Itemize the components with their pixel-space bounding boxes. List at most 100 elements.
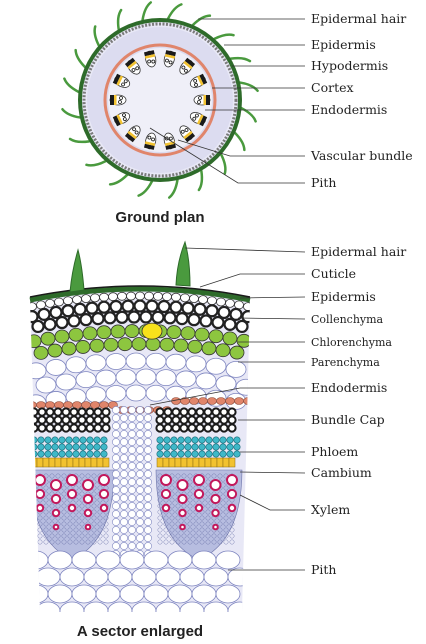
pith-cell [119, 550, 145, 570]
phloem-cell [79, 443, 87, 451]
bundle-cap-cell [163, 407, 173, 417]
xylem-vessel [82, 479, 94, 491]
pith-cell [179, 567, 205, 587]
bundle-cap-cell [101, 423, 111, 433]
vascular-bundle-icon [189, 112, 208, 127]
hair-icon [240, 106, 257, 123]
hair-icon [238, 81, 259, 93]
bundle-cap-cell [61, 407, 71, 417]
xylem-parenchyma [223, 533, 229, 539]
xylem-parenchyma [67, 521, 73, 527]
bundle-cap-cell [101, 415, 111, 425]
bundle-cap-cell [155, 423, 165, 433]
phloem-cell [184, 443, 192, 451]
xylem-parenchyma [79, 521, 85, 527]
xylem-vessel [160, 474, 172, 486]
epidermis-cell [189, 294, 199, 304]
hair-icon [141, 1, 153, 22]
epidermis-cell [180, 293, 190, 303]
xylem-parenchyma [91, 521, 97, 527]
parenchyma-cell [85, 386, 107, 404]
phloem-cell [44, 450, 52, 458]
epidermis-cell [135, 291, 145, 301]
phloem-cell [79, 450, 87, 458]
xylem-parenchyma [61, 473, 67, 479]
epidermis-cell [99, 292, 109, 302]
pith-cell [143, 584, 169, 604]
xylem-parenchyma [103, 527, 109, 533]
collenchyma-cell [121, 299, 135, 313]
xylem-parenchyma [187, 509, 193, 515]
xylem-parenchyma [205, 521, 211, 527]
collenchyma-cell [145, 299, 159, 313]
collenchyma-cell [199, 314, 213, 328]
xylem-parenchyma [103, 521, 109, 527]
endodermis-cell [243, 397, 250, 405]
xylem-parenchyma [55, 503, 61, 509]
hair-icon [74, 48, 87, 69]
medullary-ray-cell [128, 518, 136, 526]
bundle-cap-cell [155, 415, 165, 425]
xylem-parenchyma [223, 539, 229, 545]
xylem-parenchyma [157, 539, 163, 545]
pith-cell [155, 567, 181, 587]
vascular-bundles [109, 50, 211, 150]
label-pith: Pith [311, 175, 336, 190]
phloem-cell [177, 436, 185, 444]
phloem-cell [100, 436, 108, 444]
ground-plan-caption: Ground plan [115, 209, 204, 226]
collenchyma-cell [241, 310, 250, 324]
medullary-ray-cell [120, 414, 128, 422]
collenchyma-cell [55, 315, 69, 330]
bundle-cap-cell [195, 423, 205, 433]
chlorenchyma-cell [124, 324, 140, 338]
xylem-parenchyma [187, 527, 193, 533]
bundle-cap-cell [93, 423, 103, 433]
bundle-cap-cell [69, 415, 79, 425]
parenchyma-cell [145, 352, 167, 370]
xylem-parenchyma [97, 509, 103, 515]
xylem-parenchyma [169, 515, 175, 521]
xylem-parenchyma [169, 521, 175, 527]
xylem-parenchyma [157, 509, 163, 515]
pith-cell [215, 584, 241, 604]
medullary-ray-cell [144, 486, 152, 494]
collenchyma-cell [175, 312, 189, 326]
pith-cell [227, 567, 250, 587]
xylem-parenchyma [31, 485, 37, 491]
chlorenchyma-cell [208, 329, 224, 344]
epidermis-cell [207, 296, 217, 306]
pith-cell [131, 567, 157, 587]
pith-cell [83, 567, 109, 587]
epidermis-cell [243, 302, 250, 312]
bundle-cap-cell [61, 415, 71, 425]
medullary-ray-cell [136, 430, 144, 438]
phloem-cell [51, 436, 59, 444]
hair-icon [229, 56, 252, 63]
parenchyma-cell [45, 359, 67, 376]
xylem-vessel [194, 503, 204, 513]
cambium-cell [210, 457, 218, 468]
bundle-cap-cell [211, 423, 221, 433]
medullary-ray-cell [112, 526, 120, 534]
medullary-ray-cell [112, 502, 120, 510]
xylem-parenchyma [49, 539, 55, 545]
phloem-cell [177, 450, 185, 458]
medullary-ray-cell [112, 542, 120, 550]
cambium-cell [78, 457, 86, 468]
medullary-ray-cell [144, 454, 152, 462]
collenchyma-cell [235, 319, 249, 334]
xylem-parenchyma [205, 539, 211, 545]
phloem-cell [93, 443, 101, 451]
phloem-cell [184, 436, 192, 444]
hair-icon [85, 159, 107, 167]
phloem-cell [184, 450, 192, 458]
xylem-parenchyma [91, 515, 97, 521]
cambium-cell [156, 457, 164, 468]
parenchyma-cell [165, 353, 187, 371]
hair-icon [116, 8, 123, 31]
phloem-cell [226, 443, 234, 451]
xylem-parenchyma [205, 473, 211, 479]
xylem-parenchyma [37, 527, 43, 533]
xylem-parenchyma [91, 539, 97, 545]
